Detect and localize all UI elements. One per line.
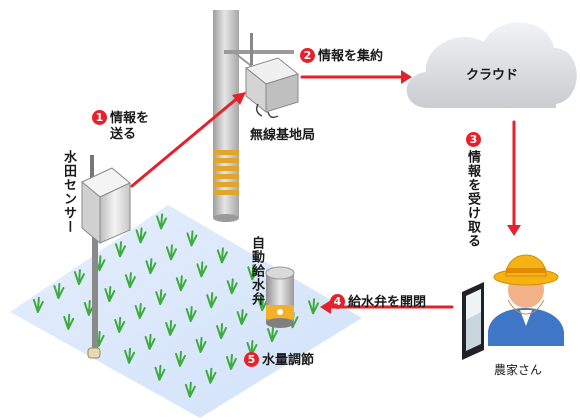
arrow-sensor-to-station [130, 94, 242, 188]
valve-icon [265, 266, 295, 328]
sensor-label: 水田センサー [61, 150, 76, 234]
rice-plant [135, 227, 147, 244]
rice-plant [236, 309, 248, 326]
rice-plant [73, 269, 85, 286]
step-1-line1: 情報を [110, 111, 150, 126]
pole-band [213, 166, 239, 171]
step-2-text: 情報を集約 [318, 49, 384, 64]
rice-plant [53, 283, 65, 300]
step-5-text: 水量調節 [262, 353, 315, 368]
rice-plant [216, 247, 228, 264]
sensor-box-icon [81, 155, 131, 359]
valve-label: 自動給水弁 [249, 236, 264, 306]
rice-plant [134, 303, 146, 320]
base-station-box-icon [244, 33, 300, 119]
rice-plant [144, 333, 156, 350]
pole-warning-bands [213, 150, 239, 195]
rice-plant [156, 213, 168, 230]
tablet-icon [462, 282, 484, 360]
rice-plant [226, 278, 238, 295]
step-4-number: 4 [330, 294, 345, 309]
step-3-label: 3 情報を受け取る [464, 132, 481, 252]
rice-plant [186, 230, 198, 247]
cloud-icon [406, 22, 577, 108]
arrow-heads [232, 70, 521, 314]
rice-plant [124, 347, 136, 364]
cloud-label: クラウド [466, 68, 519, 83]
step-1-line2: 送る [110, 127, 137, 142]
rice-plant [104, 286, 116, 303]
pole-band [213, 182, 239, 187]
pole-band [213, 158, 239, 163]
step-3-number: 3 [466, 132, 481, 147]
utility-pole-icon [213, 10, 294, 222]
pole-band [213, 190, 239, 195]
rice-plant [206, 292, 218, 309]
rice-plant [32, 296, 44, 313]
step-4-text: 給水弁を開閉 [348, 295, 427, 310]
step-1-number: 1 [92, 110, 107, 125]
rice-plant [308, 298, 320, 315]
rice-plant [124, 272, 136, 289]
pole-band [213, 150, 239, 155]
rice-plant [155, 289, 167, 306]
rice-plant [154, 364, 166, 381]
rice-plant [165, 319, 177, 336]
rice-plant [267, 326, 278, 343]
flow-arrows [130, 75, 516, 309]
rice-plant [184, 381, 196, 398]
rice-plant [114, 316, 126, 333]
rice-plant [195, 336, 207, 353]
farmer-label: 農家さん [494, 363, 543, 377]
step-2-number: 2 [300, 48, 315, 63]
rice-plant [205, 367, 217, 384]
rice-plant [185, 306, 197, 323]
rice-plant [216, 323, 228, 340]
rice-plant [196, 261, 208, 278]
rice-plant [63, 313, 75, 330]
step-3-text: 情報を受け取る [465, 150, 480, 248]
rice-plant [115, 241, 126, 258]
pole-band [213, 174, 239, 179]
rice-plant [225, 353, 237, 370]
rice-plant [145, 258, 157, 275]
farmer-icon [488, 254, 564, 346]
step-5-number: 5 [244, 352, 259, 367]
base-station-label: 無線基地局 [250, 128, 316, 143]
rice-plant [175, 275, 187, 292]
rice-plant [174, 350, 186, 367]
rice-plant [165, 244, 177, 261]
rice-plant [247, 264, 259, 281]
